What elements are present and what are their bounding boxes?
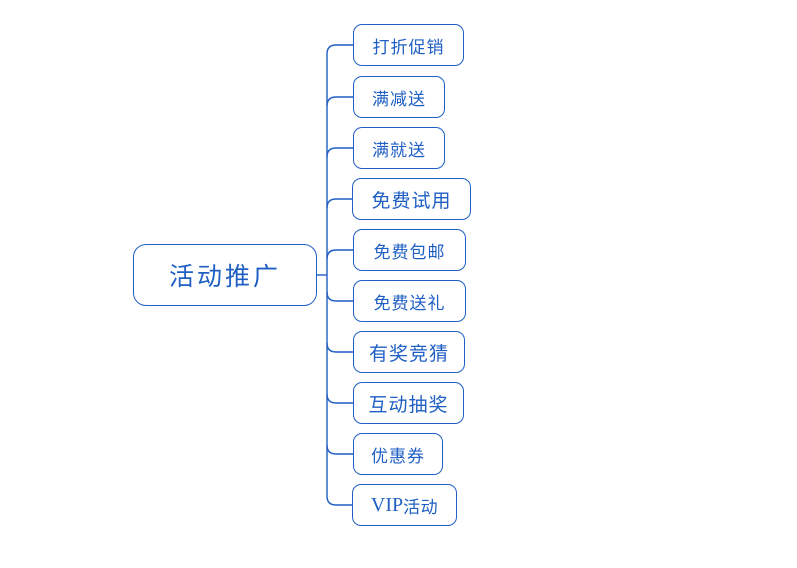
connector-child-8 [326, 393, 353, 404]
child-node-9[interactable]: 优惠券 [353, 433, 443, 475]
child-node-2-label: 满减送 [372, 89, 426, 109]
child-node-2[interactable]: 满减送 [353, 76, 445, 118]
child-node-8-label: 互动抽奖 [368, 394, 449, 416]
child-node-7[interactable]: 有奖竞猜 [353, 331, 465, 373]
connector-child-2 [326, 96, 353, 107]
child-node-5[interactable]: 免费包邮 [353, 229, 466, 271]
child-node-10-label-lead: VIP [370, 493, 404, 516]
child-node-4[interactable]: 免费试用 [352, 178, 471, 220]
child-node-9-label: 优惠券 [371, 446, 425, 466]
child-node-8[interactable]: 互动抽奖 [353, 382, 464, 424]
child-node-6-label: 免费送礼 [373, 293, 446, 313]
child-node-4-label: 免费试用 [371, 190, 452, 212]
connector-child-9 [326, 444, 353, 455]
child-node-7-label: 有奖竞猜 [368, 343, 449, 365]
child-node-6[interactable]: 免费送礼 [353, 280, 466, 322]
child-node-3[interactable]: 满就送 [353, 127, 445, 169]
child-node-5-label: 免费包邮 [373, 242, 446, 262]
connector-child-5 [326, 249, 353, 260]
child-node-1[interactable]: 打折促销 [353, 24, 464, 66]
connector-child-1 [326, 44, 353, 55]
child-node-3-label: 满就送 [372, 140, 426, 160]
root-node-label: 活动推广 [168, 263, 281, 291]
child-node-1-label: 打折促销 [372, 37, 445, 57]
connector-child-6 [326, 291, 353, 302]
child-node-10-label-rest: 活动 [403, 497, 439, 517]
connector-child-4 [326, 198, 352, 209]
connector-child-3 [326, 147, 353, 158]
connector-child-7 [326, 342, 353, 353]
root-node-activity-promotion[interactable]: 活动推广 [133, 244, 317, 306]
connector-child-10 [326, 495, 352, 506]
